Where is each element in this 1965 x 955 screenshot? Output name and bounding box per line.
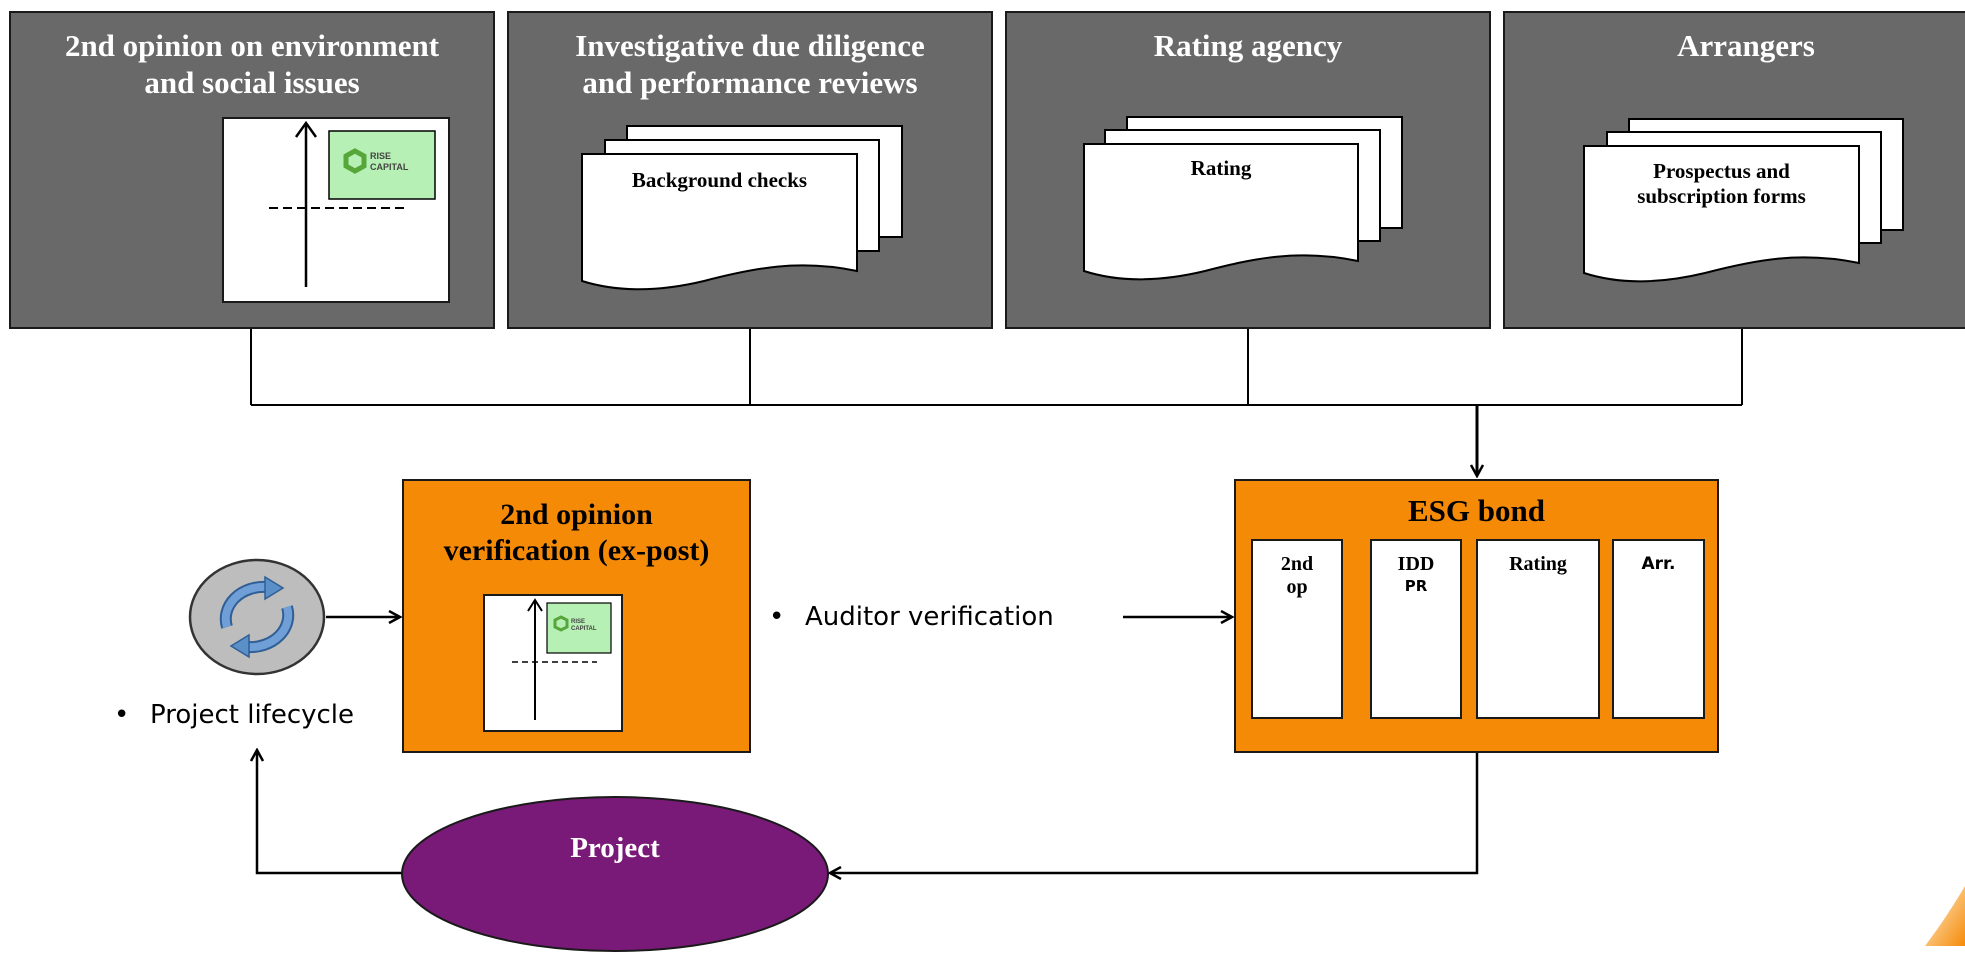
project-ellipse [401, 796, 829, 952]
bullet-marker: • [769, 602, 785, 632]
auditor-verification-label: Auditor verification [805, 602, 1054, 632]
esg-slot-label: Arr. [1641, 554, 1676, 574]
second-opinion-panel: 2nd opinion on environment and social is… [9, 11, 495, 329]
verification-box-title: 2nd opinion verification (ex-post) [443, 498, 710, 567]
svg-text:RISE: RISE [370, 151, 391, 161]
rating-doc-label: Rating [1190, 156, 1252, 180]
document-stack-icon [1083, 116, 1403, 281]
bullet-marker: • [114, 700, 130, 730]
esg-slot-sublabel: PR [1404, 577, 1428, 595]
lifecycle-cycle-icon [188, 558, 326, 676]
chart-graphic: RISE CAPITAL [222, 117, 450, 303]
esg-bond-title: ESG bond [1407, 493, 1545, 528]
project-label: Project [570, 832, 660, 864]
esg-slot-label: 2nd op [1280, 553, 1314, 598]
prospectus-label: Prospectus and subscription forms [1637, 159, 1806, 208]
hexagon-logo-icon [343, 148, 367, 174]
axis-chart-icon: RISE CAPITAL [269, 120, 436, 287]
due-diligence-panel: Investigative due diligence and performa… [507, 11, 993, 329]
arrangers-panel-title: Arrangers [1677, 28, 1815, 63]
verification-box: 2nd opinion verification (ex-post) RISE … [402, 479, 751, 753]
due-diligence-panel-title: Investigative due diligence and performa… [575, 28, 925, 100]
background-checks-label: Background checks [631, 168, 808, 192]
esg-slot-rating: Rating [1476, 539, 1600, 719]
auditor-verification-bullet: • Auditor verification [769, 602, 1054, 632]
project-lifecycle-bullet: • Project lifecycle [114, 700, 354, 730]
esg-slot-label: Rating [1509, 553, 1567, 575]
esg-bond-box: ESG bond 2nd op IDD PR Rating Arr. [1234, 479, 1719, 753]
arrow-left-icon [830, 753, 1479, 873]
svg-text:CAPITAL: CAPITAL [370, 162, 409, 172]
arrow-up-icon [257, 750, 402, 875]
svg-text:RISE: RISE [571, 619, 585, 625]
esg-slot-idd: IDD PR [1370, 539, 1462, 719]
rating-agency-panel: Rating agency Rating [1005, 11, 1491, 329]
corner-swoosh-decoration [1925, 886, 1965, 946]
esg-slot-second-opinion: 2nd op [1251, 539, 1343, 719]
rating-agency-panel-title: Rating agency [1153, 28, 1343, 63]
top-connector-lines [250, 329, 1743, 406]
second-opinion-panel-title: 2nd opinion on environment and social is… [64, 28, 440, 100]
esg-slot-label: IDD [1397, 553, 1435, 575]
esg-slot-arrangers: Arr. [1612, 539, 1705, 719]
verification-chart-graphic: RISE CAPITAL [483, 594, 623, 732]
document-stack-icon [581, 125, 903, 291]
project-lifecycle-label: Project lifecycle [150, 700, 355, 730]
svg-text:CAPITAL: CAPITAL [571, 626, 597, 632]
arrangers-panel: Arrangers Prospectus and subscription fo… [1503, 11, 1965, 329]
document-stack-icon [1583, 118, 1904, 283]
hexagon-logo-icon [553, 615, 569, 632]
axis-chart-icon: RISE CAPITAL [512, 598, 612, 720]
